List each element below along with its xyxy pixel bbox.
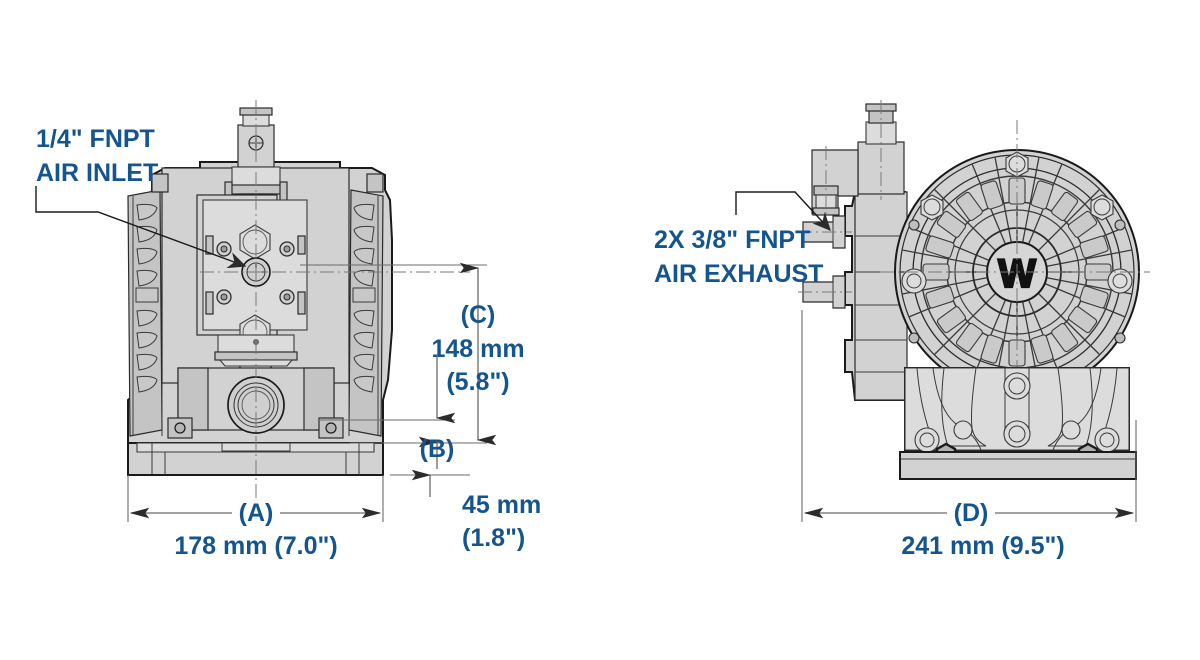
left-view-dimensions: (C) 148 mm (5.8") (B) 45 mm (1.8") (A) 1… — [127, 262, 541, 560]
dimension-D: (D) 241 mm (9.5") — [803, 498, 1135, 560]
dimension-C: (C) 148 mm (5.8") — [431, 262, 525, 446]
dimension-A-code: (A) — [239, 499, 274, 527]
dimension-C-mm: 148 mm — [431, 335, 524, 363]
air-inlet-callout-line2: AIR INLET — [36, 159, 158, 187]
diaphragm-cover-disc: W — [880, 120, 1150, 480]
left-cooling-fins — [127, 189, 163, 437]
air-exhaust-callout-line1: 2X 3/8" FNPT — [654, 226, 810, 254]
right-mounting-base — [899, 451, 1137, 480]
air-inlet-callout-line1: 1/4" FNPT — [36, 125, 155, 153]
dimension-base-height: 45 mm (1.8") — [411, 469, 541, 552]
right-view-dimensions: (D) 241 mm (9.5") — [801, 310, 1137, 560]
cover-hex-bolts — [901, 151, 1133, 344]
center-manifold-plate — [196, 194, 308, 350]
air-inlet-callout: 1/4" FNPT AIR INLET — [35, 125, 247, 269]
air-exhaust-callout: 2X 3/8" FNPT AIR EXHAUST — [654, 191, 831, 288]
dimension-B: (B) — [418, 355, 456, 469]
right-pump-assembly: W — [798, 100, 1150, 480]
dimension-B-code: (B) — [420, 435, 455, 463]
mounting-base — [127, 417, 384, 476]
air-exhaust-callout-line2: AIR EXHAUST — [654, 260, 823, 288]
right-cooling-fins — [348, 189, 384, 437]
dimension-A: (A) 178 mm (7.0") — [127, 475, 384, 560]
dimension-D-code: (D) — [954, 499, 989, 527]
right-pump-pedestal — [904, 367, 1130, 466]
dimension-C-code: (C) — [461, 301, 496, 329]
dimension-A-value: 178 mm (7.0") — [174, 532, 337, 560]
base-height-in: (1.8") — [462, 524, 525, 552]
exhaust-port-lower — [798, 275, 852, 309]
base-height-mm: 45 mm — [462, 491, 541, 519]
dimension-C-in: (5.8") — [446, 368, 509, 396]
dimension-D-value: 241 mm (9.5") — [901, 532, 1064, 560]
outer-pocket-ring — [922, 177, 1112, 367]
